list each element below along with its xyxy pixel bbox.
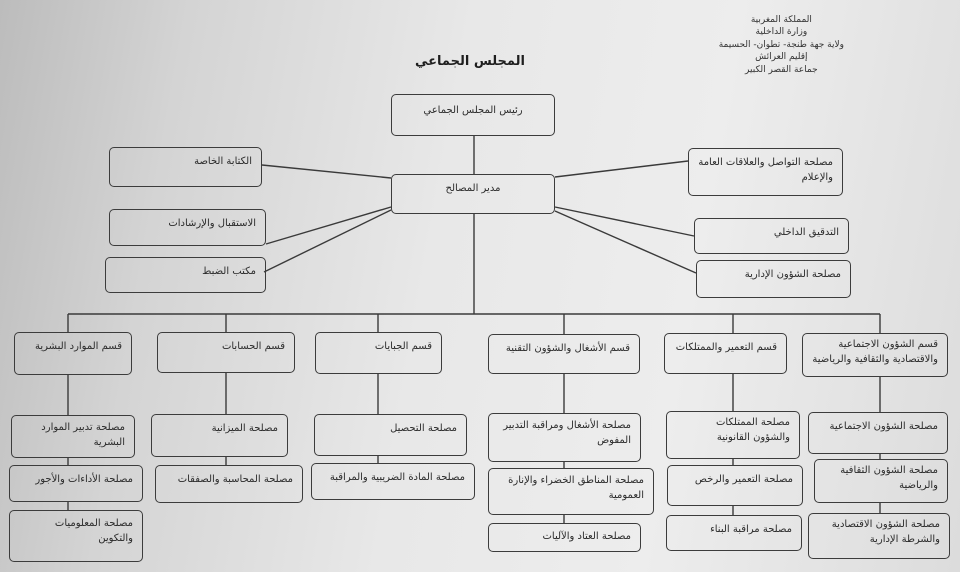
node-department: قسم الجبايات — [315, 332, 442, 374]
node-service: مصلحة الأشغال ومراقبة التدبير المفوض — [488, 413, 641, 462]
header-line: ولاية جهة طنجة- تطوان- الحسيمة — [718, 39, 844, 50]
node-service: مصلحة الأداءات والأجور — [9, 465, 143, 502]
node-service: مصلحة التعمير والرخص — [667, 465, 803, 506]
header-line: وزارة الداخلية — [755, 27, 808, 38]
node-service: مصلحة التحصيل — [314, 414, 467, 456]
node-service: مصلحة المحاسبة والصفقات — [155, 465, 303, 503]
node-service: مصلحة الشؤون الاجتماعية — [808, 412, 948, 454]
node-communication: مصلحة التواصل والعلاقات العامة والإعلام — [688, 148, 843, 196]
node-internal-audit: التدقيق الداخلي — [694, 218, 849, 254]
node-service: مصلحة الميزانية — [151, 414, 288, 457]
node-director: مدير المصالح — [391, 174, 555, 214]
header-line: جماعة القصر الكبير — [745, 64, 818, 75]
node-private-office: الكتابة الخاصة — [109, 147, 262, 187]
node-department: قسم الشؤون الاجتماعية والاقتصادية والثقا… — [802, 333, 948, 377]
issuing-authority-header: المملكة المغربية وزارة الداخلية ولاية جه… — [719, 14, 844, 76]
node-department: قسم الأشغال والشؤون التقنية — [488, 334, 640, 374]
node-president: رئيس المجلس الجماعي — [391, 94, 555, 136]
node-admin-affairs: مصلحة الشؤون الإدارية — [696, 260, 851, 298]
node-department: قسم الموارد البشرية — [14, 332, 132, 375]
header-line: إقليم العرائش — [755, 52, 808, 63]
node-service: مصلحة المناطق الخضراء والإنارة العمومية — [488, 468, 654, 515]
node-service: مصلحة العتاد والآليات — [488, 523, 641, 552]
node-department: قسم الحسابات — [157, 332, 295, 373]
node-service: مصلحة تدبير الموارد البشرية — [11, 415, 135, 458]
node-service: مصلحة المعلوميات والتكوين — [9, 510, 143, 562]
node-reception: الاستقبال والإرشادات — [109, 209, 266, 246]
node-service: مصلحة مراقبة البناء — [666, 515, 802, 551]
header-line: المملكة المغربية — [750, 15, 812, 25]
node-department: قسم التعمير والممتلكات — [664, 333, 787, 374]
node-service: مصلحة المادة الضريبية والمراقبة — [311, 463, 475, 500]
node-registry: مكتب الضبط — [105, 257, 266, 293]
node-service: مصلحة الشؤون الثقافية والرياضية — [814, 459, 948, 503]
node-service: مصلحة الممتلكات والشؤون القانونية — [666, 411, 800, 459]
chart-title: المجلس الجماعي — [415, 54, 525, 69]
node-service: مصلحة الشؤون الاقتصادية والشرطة الإدارية — [808, 513, 950, 559]
